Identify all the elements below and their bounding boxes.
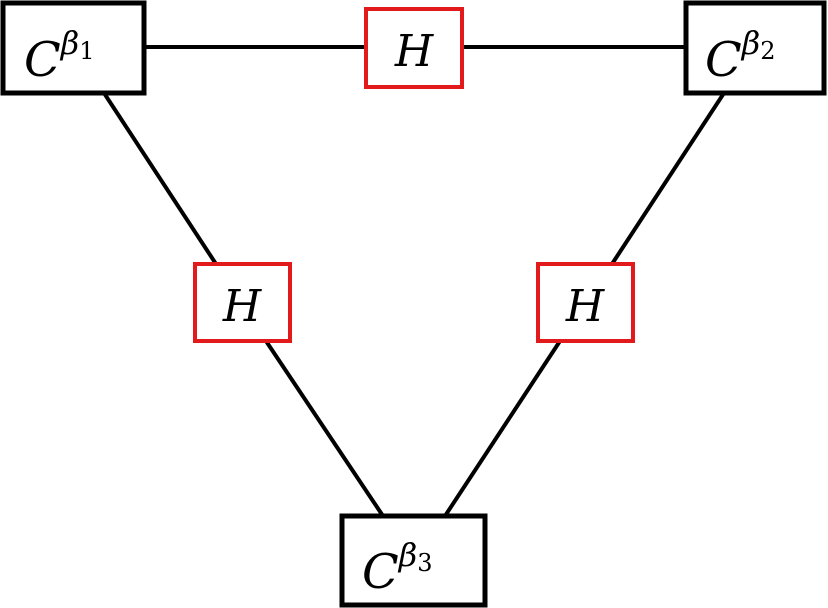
node-c3-sup: β <box>398 536 418 574</box>
h-node-right: H <box>536 262 635 343</box>
cluster-box-c1 <box>0 0 147 96</box>
cluster-node-c3: Cβ3 <box>339 513 488 608</box>
node-c3-sub: 3 <box>417 549 432 577</box>
edge-c2-hright <box>610 91 726 266</box>
h-node-left: H <box>193 262 292 343</box>
svg-text:Cβ2: Cβ2 <box>705 24 776 88</box>
h-label-right: H <box>565 281 606 332</box>
svg-text:Cβ3: Cβ3 <box>362 536 433 600</box>
node-c2-sub: 2 <box>760 37 775 65</box>
h-box-top <box>364 7 464 89</box>
node-c2-base: C <box>705 32 742 88</box>
h-box-left <box>193 262 292 343</box>
node-c1-sub: 1 <box>79 37 94 65</box>
edge-hright-c3 <box>443 339 562 518</box>
cluster-node-c1: Cβ1 <box>0 0 147 96</box>
edges <box>102 45 726 518</box>
h-box-right <box>536 262 635 343</box>
h-label-top: H <box>394 26 435 77</box>
edge-hleft-c3 <box>264 339 385 518</box>
h-label-left: H <box>222 281 263 332</box>
edge-c1-hleft <box>102 91 218 266</box>
cluster-box-c3 <box>339 513 488 608</box>
cluster-box-c2 <box>683 0 827 96</box>
node-c3-base: C <box>362 544 399 600</box>
node-c2-sup: β <box>741 24 761 62</box>
cluster-node-c2: Cβ2 <box>683 0 827 96</box>
svg-text:Cβ1: Cβ1 <box>24 24 95 88</box>
node-c1-base: C <box>24 32 61 88</box>
node-c1-sup: β <box>60 24 80 62</box>
h-node-top: H <box>364 7 464 89</box>
